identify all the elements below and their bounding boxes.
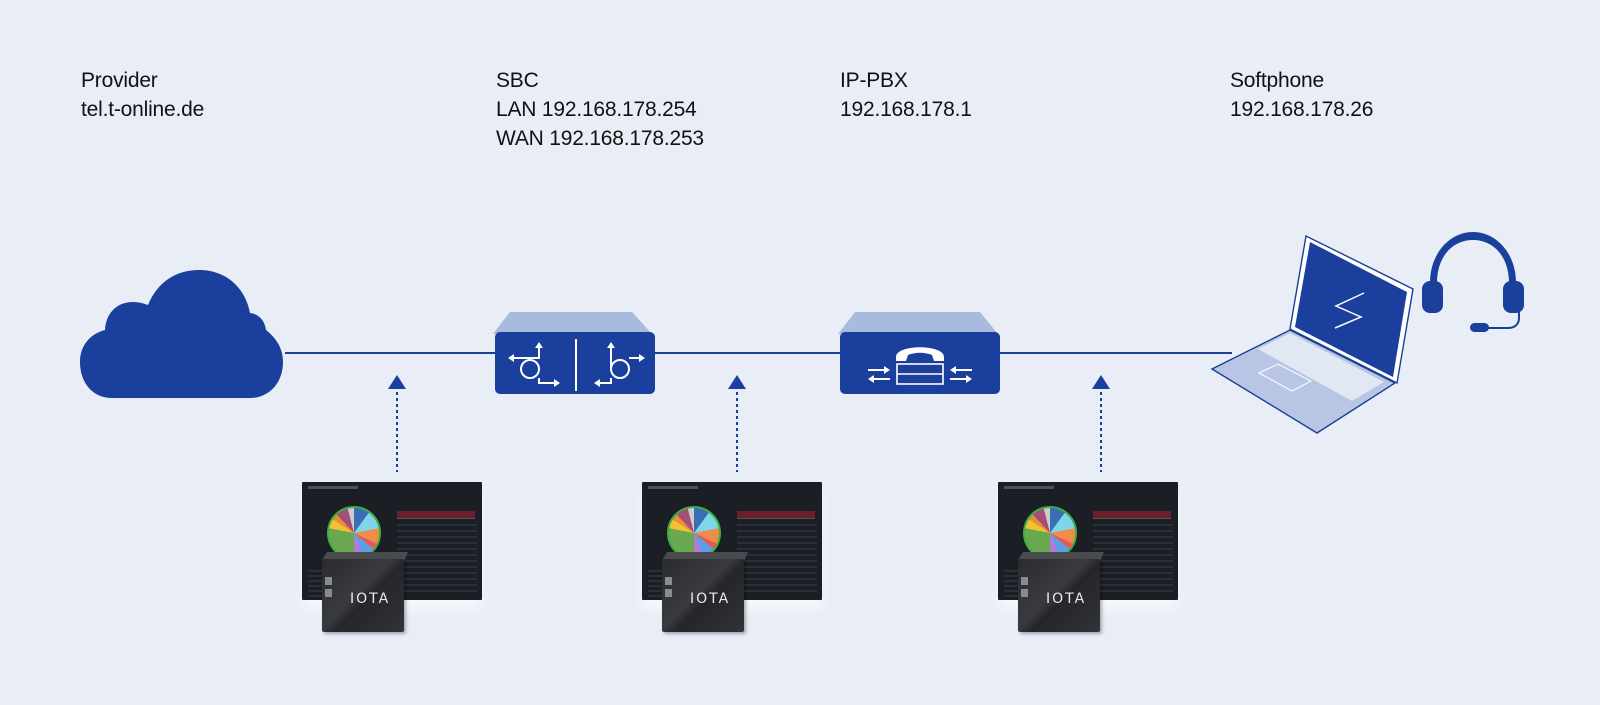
- probe-arrow-2: [728, 375, 746, 472]
- ip-pbx-address: 192.168.178.1: [840, 98, 972, 121]
- laptop-icon: [1210, 234, 1414, 434]
- sbc-lan-address: LAN 192.168.178.254: [496, 98, 697, 121]
- pie-chart-thumbnail: [1023, 506, 1077, 560]
- ip-pbx-title: IP-PBX: [840, 69, 908, 92]
- pbx-phone-icon: [838, 312, 1000, 394]
- softphone-address: 192.168.178.26: [1230, 98, 1374, 121]
- iota-device: IOTA: [662, 552, 748, 632]
- sbc-wan-address: WAN 192.168.178.253: [496, 127, 704, 150]
- probe-arrow-3: [1092, 375, 1110, 472]
- sbc-router-icon: [493, 312, 655, 394]
- probe-3: IOTA: [988, 472, 1178, 632]
- iota-device-label: IOTA: [690, 591, 731, 607]
- provider-label: Provider tel.t-online.de: [81, 66, 204, 124]
- provider-title: Provider: [81, 69, 158, 92]
- softphone-label: Softphone 192.168.178.26: [1230, 66, 1373, 124]
- headset-icon: [1422, 232, 1524, 332]
- sbc-label: SBC LAN 192.168.178.254 WAN 192.168.178.…: [496, 66, 704, 153]
- pie-chart-thumbnail: [667, 506, 721, 560]
- provider-host: tel.t-online.de: [81, 98, 205, 121]
- pie-chart-thumbnail: [327, 506, 381, 560]
- probe-arrow-1: [388, 375, 406, 472]
- cloud-icon: [80, 270, 283, 398]
- sbc-title: SBC: [496, 69, 539, 92]
- ip-pbx-label: IP-PBX 192.168.178.1: [840, 66, 972, 124]
- iota-device: IOTA: [322, 552, 408, 632]
- iota-device-label: IOTA: [350, 591, 391, 607]
- softphone-title: Softphone: [1230, 69, 1324, 92]
- iota-device-label: IOTA: [1046, 591, 1087, 607]
- probe-1: IOTA: [292, 472, 482, 632]
- probe-2: IOTA: [632, 472, 822, 632]
- iota-device: IOTA: [1018, 552, 1104, 632]
